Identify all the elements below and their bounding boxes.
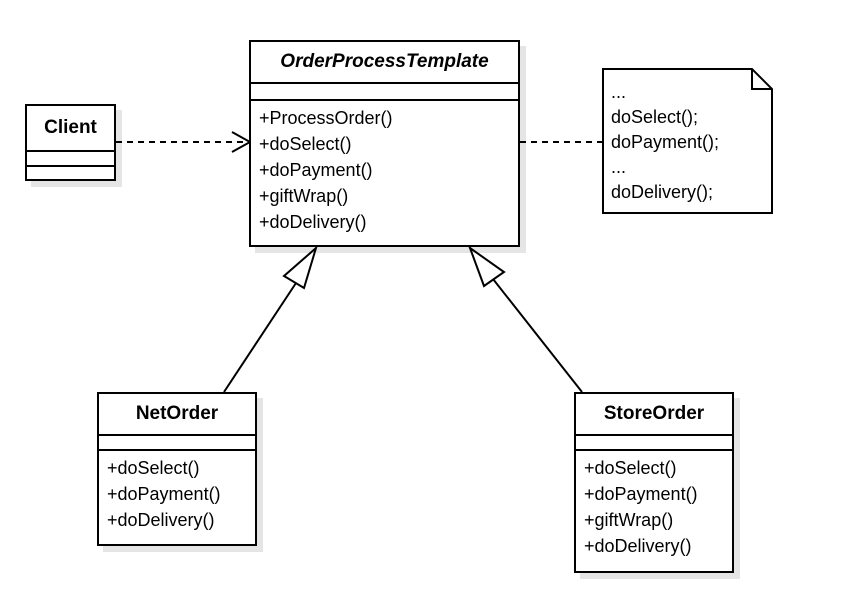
note-line: doDelivery(); [611,182,714,202]
class-client[interactable]: Client [25,104,116,181]
class-attributes-compartment [27,152,114,167]
class-name: OrderProcessTemplate [251,42,518,84]
generalization-line-storeorder [492,278,583,393]
generalization-arrowhead-netorder [282,244,318,290]
operation: +giftWrap() [259,186,349,206]
class-operations-compartment: +doSelect() +doPayment() +giftWrap() +do… [576,451,732,559]
operation: +doSelect() [584,458,677,478]
class-attributes-compartment [576,436,732,451]
note-line: doPayment(); [611,132,720,152]
operation: +doPayment() [259,160,373,180]
operation: +doSelect() [259,134,352,154]
operation: +doPayment() [107,484,221,504]
note-line: ... [611,82,627,102]
class-net-order[interactable]: NetOrder +doSelect() +doPayment() +doDel… [97,392,257,546]
operation: +doDelivery() [107,510,215,530]
note-line: doSelect(); [611,107,699,127]
class-name: NetOrder [99,394,255,436]
class-attributes-compartment [99,436,255,451]
note-body: ... doSelect(); doPayment(); ... doDeliv… [611,80,719,205]
operation: +doDelivery() [259,212,367,232]
note-shape [602,68,773,214]
class-operations-compartment: +ProcessOrder() +doSelect() +doPayment()… [251,101,518,235]
class-name: Client [27,106,114,152]
operation: +ProcessOrder() [259,108,393,128]
operation: +doDelivery() [584,536,692,556]
class-order-process-template[interactable]: OrderProcessTemplate +ProcessOrder() +do… [249,40,520,247]
operation: +doSelect() [107,458,200,478]
generalization-arrowhead-storeorder [467,245,506,288]
generalization-line-netorder [223,282,297,393]
note[interactable]: ... doSelect(); doPayment(); ... doDeliv… [602,68,773,214]
note-line: ... [611,157,627,177]
class-name: StoreOrder [576,394,732,436]
operation: +giftWrap() [584,510,674,530]
class-operations-compartment: +doSelect() +doPayment() +doDelivery() [99,451,255,533]
class-attributes-compartment [251,84,518,101]
operation: +doPayment() [584,484,698,504]
class-store-order[interactable]: StoreOrder +doSelect() +doPayment() +gif… [574,392,734,573]
